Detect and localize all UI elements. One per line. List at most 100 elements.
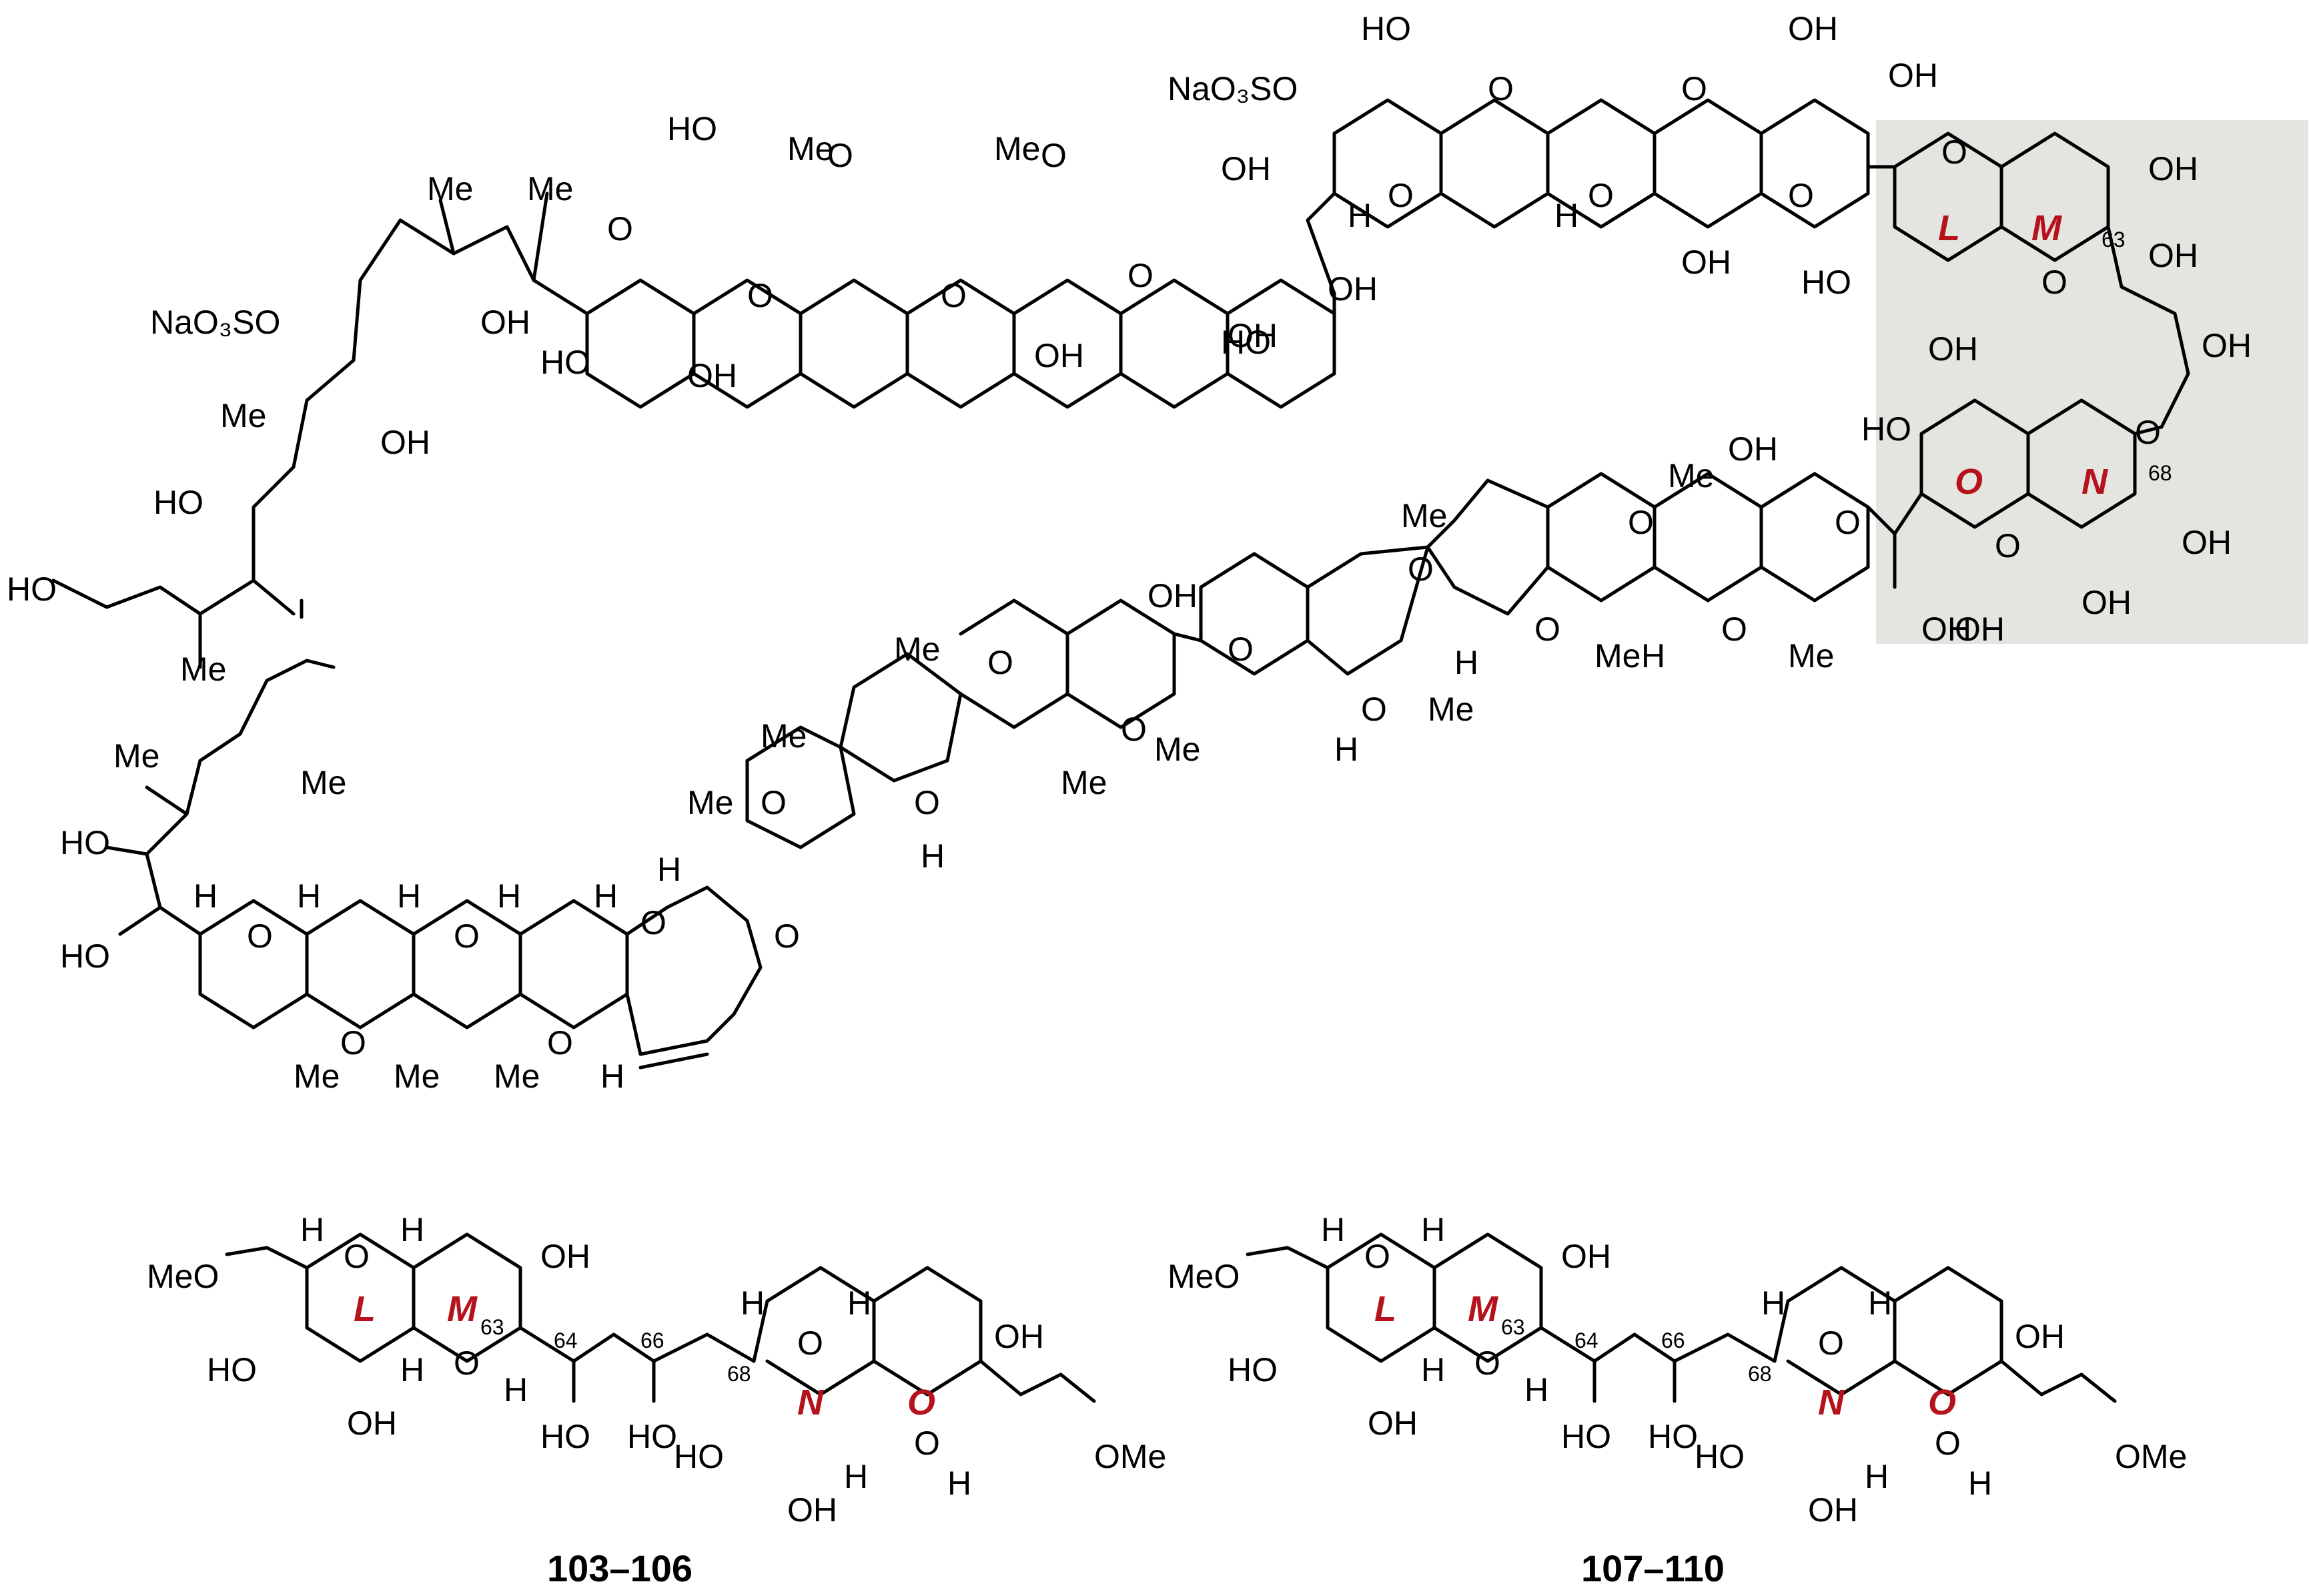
svg-text:OH: OH xyxy=(2082,584,2132,621)
svg-text:Me: Me xyxy=(1594,637,1641,675)
svg-text:HO: HO xyxy=(540,1418,590,1455)
svg-text:O: O xyxy=(987,644,1013,681)
svg-text:Me: Me xyxy=(1401,497,1447,534)
svg-text:Me: Me xyxy=(787,130,833,167)
svg-text:O: O xyxy=(1588,177,1614,214)
svg-text:H: H xyxy=(600,1058,624,1095)
svg-text:H: H xyxy=(1868,1284,1892,1322)
compound-107-110: MeO O O O O L M N O 63 64 66 68 OH HO OH… xyxy=(1168,1211,2187,1589)
svg-text:OH: OH xyxy=(380,424,430,461)
svg-text:OH: OH xyxy=(2015,1318,2065,1355)
svg-text:103–106: 103–106 xyxy=(547,1547,692,1589)
svg-text:O: O xyxy=(2135,414,2161,451)
svg-text:Me: Me xyxy=(113,737,159,775)
svg-text:OH: OH xyxy=(2148,237,2198,274)
svg-text:OH: OH xyxy=(2202,327,2252,364)
svg-text:OH: OH xyxy=(2182,524,2232,561)
svg-text:HO: HO xyxy=(1221,324,1271,361)
svg-text:OH: OH xyxy=(1228,317,1278,354)
svg-text:Me: Me xyxy=(994,130,1040,167)
svg-text:64: 64 xyxy=(554,1328,578,1352)
svg-text:L: L xyxy=(1374,1289,1396,1329)
svg-text:Me: Me xyxy=(300,764,346,801)
svg-text:HO: HO xyxy=(674,1438,724,1475)
top-labels: NaO₃SO NaO₃SO HO OH OH HO OH Me Me Me Me… xyxy=(7,10,1938,688)
svg-text:HO: HO xyxy=(153,484,203,521)
svg-text:MeO: MeO xyxy=(147,1258,219,1295)
svg-text:H: H xyxy=(300,1211,324,1248)
svg-text:O: O xyxy=(747,277,773,314)
svg-text:OH: OH xyxy=(1728,430,1778,468)
svg-text:O: O xyxy=(2041,264,2067,301)
svg-text:OH: OH xyxy=(994,1318,1044,1355)
svg-text:OH: OH xyxy=(1888,57,1938,94)
svg-text:N: N xyxy=(1818,1382,1845,1423)
svg-text:63: 63 xyxy=(1501,1315,1525,1339)
svg-text:OH: OH xyxy=(1921,611,1971,648)
svg-text:Me: Me xyxy=(894,631,940,668)
svg-text:H: H xyxy=(1641,637,1665,675)
svg-text:O: O xyxy=(761,784,787,821)
svg-text:H: H xyxy=(1865,1458,1889,1495)
svg-text:H: H xyxy=(1421,1211,1445,1248)
svg-text:OH: OH xyxy=(1955,611,2005,648)
svg-text:O: O xyxy=(941,277,967,314)
svg-text:NaO₃SO: NaO₃SO xyxy=(150,304,280,341)
svg-text:O: O xyxy=(1788,177,1814,214)
svg-text:66: 66 xyxy=(1661,1328,1685,1352)
svg-text:OH: OH xyxy=(1368,1405,1418,1442)
svg-text:HO: HO xyxy=(1648,1418,1698,1455)
svg-text:O: O xyxy=(1935,1425,1961,1462)
svg-text:O: O xyxy=(454,1344,480,1382)
svg-text:H: H xyxy=(400,1211,424,1248)
svg-text:O: O xyxy=(774,917,800,955)
svg-text:64: 64 xyxy=(1574,1328,1598,1352)
svg-text:O: O xyxy=(1955,462,1983,502)
svg-text:MeO: MeO xyxy=(1168,1258,1240,1295)
svg-text:H: H xyxy=(847,1284,871,1322)
svg-text:L: L xyxy=(354,1289,376,1329)
svg-text:Me: Me xyxy=(1061,764,1107,801)
svg-text:O: O xyxy=(1474,1344,1500,1382)
svg-text:H: H xyxy=(594,877,618,915)
svg-text:OH: OH xyxy=(1681,244,1731,281)
svg-text:OH: OH xyxy=(1328,270,1378,308)
svg-text:Me: Me xyxy=(1154,731,1200,768)
svg-text:O: O xyxy=(1995,527,2021,564)
svg-text:O: O xyxy=(827,137,853,174)
svg-text:H: H xyxy=(1524,1371,1548,1409)
svg-text:M: M xyxy=(447,1289,478,1329)
svg-text:O: O xyxy=(1928,1382,1956,1423)
svg-text:H: H xyxy=(1348,197,1372,234)
bottom-ring-ladder: Me Me HO HO O O O O O Me Me Me H H H H H… xyxy=(60,659,763,1095)
svg-text:H: H xyxy=(657,851,681,888)
top-ring-ladder xyxy=(51,98,1870,669)
svg-text:O: O xyxy=(1941,133,1967,171)
svg-text:O: O xyxy=(1127,257,1153,294)
svg-text:Me: Me xyxy=(494,1058,540,1095)
svg-text:OH: OH xyxy=(1221,150,1271,187)
svg-text:OH: OH xyxy=(687,357,737,394)
svg-text:O: O xyxy=(1408,550,1434,588)
svg-text:N: N xyxy=(2082,462,2108,502)
svg-text:OH: OH xyxy=(1808,1491,1858,1529)
svg-text:O: O xyxy=(914,1425,940,1462)
svg-text:Me: Me xyxy=(427,170,473,208)
svg-text:O: O xyxy=(547,1024,573,1062)
svg-text:O: O xyxy=(1361,691,1387,728)
svg-text:O: O xyxy=(1041,137,1067,174)
svg-text:H: H xyxy=(1968,1465,1992,1502)
svg-text:O: O xyxy=(1818,1324,1844,1362)
svg-text:Me: Me xyxy=(527,170,573,208)
svg-text:H: H xyxy=(497,877,521,915)
svg-text:HO: HO xyxy=(1695,1438,1745,1475)
svg-text:H: H xyxy=(1454,644,1478,681)
svg-text:H: H xyxy=(1554,197,1578,234)
svg-text:H: H xyxy=(844,1458,868,1495)
svg-text:Me: Me xyxy=(761,717,807,755)
svg-text:H: H xyxy=(397,877,421,915)
svg-text:O: O xyxy=(1628,504,1654,541)
svg-text:HO: HO xyxy=(627,1418,677,1455)
svg-text:OH: OH xyxy=(1928,330,1978,368)
